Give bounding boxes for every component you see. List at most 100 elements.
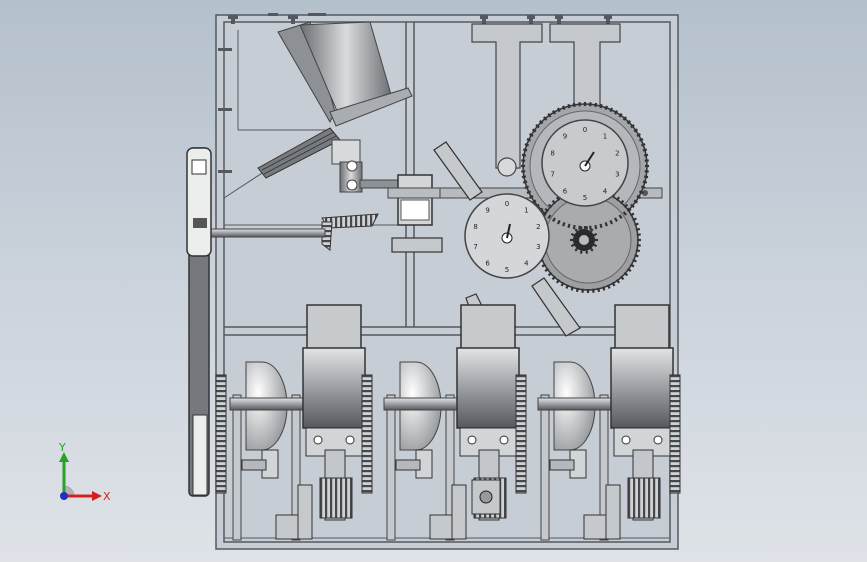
gear-tooth (574, 247, 579, 252)
gear-tooth (522, 148, 528, 152)
dial-number: 7 (473, 243, 477, 251)
dial-number: 0 (505, 200, 509, 208)
gear-tooth (524, 143, 529, 147)
top-bolts (228, 13, 612, 25)
gear-tooth (589, 247, 594, 252)
gear-tooth (544, 207, 550, 213)
dial-number: 1 (524, 206, 528, 214)
gear-tooth (632, 217, 637, 222)
press-station[interactable] (537, 304, 681, 541)
gear-tooth (547, 112, 552, 118)
gear-tooth (633, 128, 639, 133)
gear-tooth (619, 199, 625, 205)
gear-tooth (635, 249, 641, 253)
press-stations[interactable] (229, 304, 681, 541)
gear-tooth (572, 224, 576, 230)
z-axis-origin (60, 492, 68, 500)
gear-tooth (526, 137, 532, 142)
gear-tooth (593, 243, 598, 248)
dial-number: 9 (563, 132, 567, 140)
gear-tooth (634, 222, 639, 226)
gear-tooth (630, 203, 635, 208)
press-head (460, 304, 516, 352)
gear-tooth (593, 232, 598, 237)
gear-tooth (552, 110, 556, 115)
main-shaft (204, 228, 326, 238)
gear-tooth (555, 278, 561, 284)
gear-tooth (635, 227, 641, 231)
dial-number: 2 (615, 149, 619, 157)
gear-tooth (622, 211, 627, 216)
gear-tooth (560, 281, 565, 287)
gear-tooth (541, 263, 547, 268)
gear-tooth (636, 195, 641, 199)
gear-tooth (618, 214, 623, 220)
gear-tooth (642, 180, 648, 184)
x-axis-label: X (103, 490, 111, 503)
gear-tooth (570, 232, 575, 237)
gear-tooth (538, 119, 544, 125)
gear-tooth (626, 119, 632, 125)
dial-number: 3 (615, 171, 619, 179)
sensor-box[interactable] (387, 174, 457, 226)
gear-tooth (585, 226, 589, 230)
dial-number: 6 (563, 188, 568, 196)
dial-number: 7 (550, 171, 554, 179)
gear-tooth (602, 286, 606, 291)
gear-tooth (526, 190, 532, 195)
gear-large-lower[interactable] (537, 189, 639, 291)
gear-tooth (574, 228, 579, 233)
gear-tooth (599, 103, 603, 109)
gear-tooth (636, 133, 641, 137)
dial-number: 5 (583, 194, 587, 202)
press-head (306, 304, 362, 352)
gear-tooth (643, 153, 649, 157)
gear-tooth (641, 185, 646, 189)
gear-tooth (642, 148, 648, 152)
gear-tooth (570, 243, 575, 248)
gear-tooth (611, 281, 616, 287)
gear-tooth (570, 286, 574, 291)
gear-tooth (572, 102, 576, 108)
gear-tooth (609, 107, 614, 113)
gear-tooth (551, 275, 557, 281)
gear-tooth (626, 267, 632, 273)
gear-tooth (579, 226, 583, 230)
side-bolts (218, 48, 232, 173)
gear-tooth (547, 271, 553, 277)
dial-number: 0 (583, 126, 587, 134)
gear-tooth (522, 180, 528, 184)
gear-tooth (562, 222, 566, 227)
gear-tooth (535, 124, 540, 129)
gear-tooth (626, 207, 632, 213)
gear-tooth (604, 105, 608, 110)
gear-tooth (641, 143, 646, 147)
gear-tooth (565, 284, 570, 289)
press-station[interactable] (229, 304, 373, 541)
gear-tooth (547, 203, 553, 209)
gear-tooth (604, 222, 608, 227)
gear-tooth (551, 199, 557, 205)
gear-tooth (615, 196, 621, 202)
coordinate-triad: Y X (58, 441, 111, 503)
dial-number: 2 (536, 223, 540, 231)
gear-tooth (562, 105, 566, 110)
dial-number: 6 (485, 260, 490, 268)
dial-number: 8 (550, 149, 554, 157)
dial-number: 9 (485, 206, 489, 214)
dial-number: 1 (603, 132, 607, 140)
dial-number: 8 (473, 223, 477, 231)
gear-tooth (556, 107, 561, 113)
gear-tooth (629, 212, 635, 217)
hopper-assembly[interactable] (223, 21, 413, 251)
gear-tooth (623, 271, 629, 277)
t-brackets[interactable] (471, 23, 621, 177)
drive-belt-pulley[interactable] (186, 147, 212, 497)
gear-tooth (555, 196, 561, 202)
gear-tooth (552, 217, 556, 222)
gear-tooth (521, 153, 527, 157)
gear-tooth (567, 103, 571, 109)
